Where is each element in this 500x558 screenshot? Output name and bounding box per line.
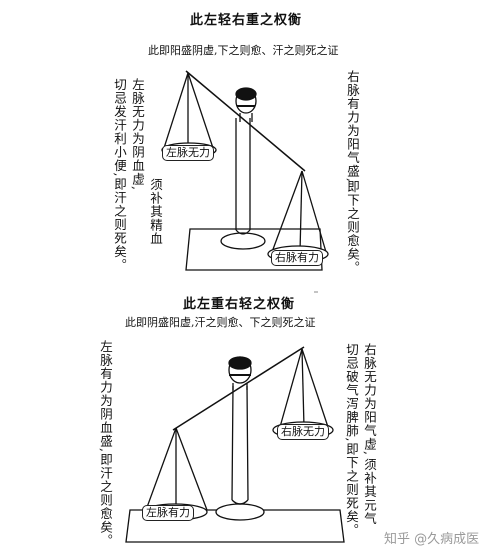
diagram2-left-col2: 即汗之则愈矣。 [98,453,113,548]
scale2-post [231,385,249,501]
scale1-post-foot [220,232,266,250]
diagram1-left-pan-label: 左脉无力 [162,145,214,161]
scale2-beam [172,346,305,431]
diagram1-left-col2: 切忌发汗利小便,即汗之则死矣。 [112,78,127,272]
diagram1-right-pan-label: 右脉有力 [271,250,323,266]
diagram2-right-col1: 右脉无力为阳气虚, [362,343,377,456]
diagram1-right-col2: 即下之则愈矣。 [345,180,360,275]
watermark: 知乎 @久病成医 [384,532,480,547]
diagram2-right-col3: 须补其元气 [362,458,377,526]
diagram2-right-pan-label: 右脉无力 [277,424,329,440]
diagram1-title: 此左轻右重之权衡 [190,13,303,28]
diagram2-left-pan-label: 左脉有力 [142,505,194,521]
diagram2-left-col1: 左脉有力为阴血盛, [98,340,113,453]
diagram1-subtitle: 此即阳盛阴虚,下之则愈、汗之则死之证 [148,44,339,57]
scale1-post [235,118,251,230]
scale1-beam [185,70,306,172]
diagram2-right-col2: 切忌破气泻脾肺,即下之则死矣。 [344,343,359,537]
diagram2-subtitle: 此即阴盛阳虚,汗之则愈、下之则死之证 [125,316,316,329]
diagram2-title: 此左重右轻之权衡 [183,297,296,312]
diagram1-right-col1: 右脉有力为阳气盛, [345,70,360,183]
balance-scale-1 [161,70,329,271]
scale2-post-foot [215,503,265,521]
diagram1-left-col3: 须补其精血 [148,178,163,246]
diagram1-left-col1: 左脉无力为阴血虚, [130,78,145,191]
